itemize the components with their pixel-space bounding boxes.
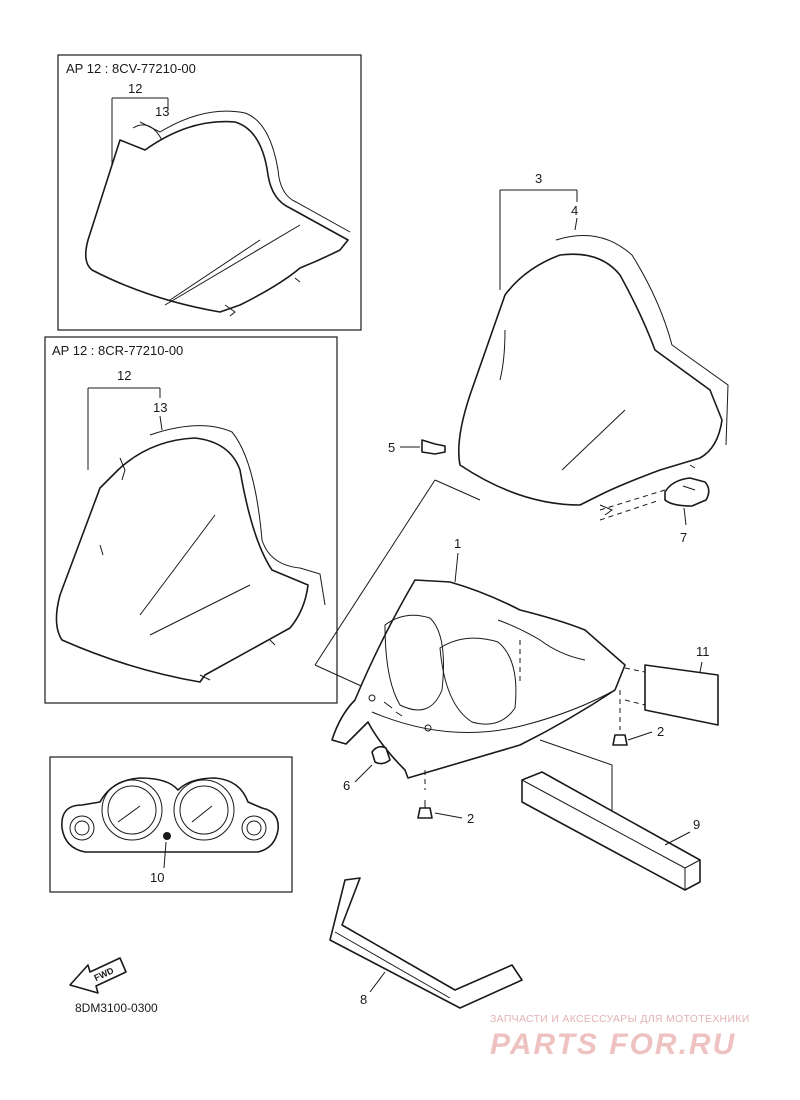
callout-6: 6 — [343, 778, 350, 793]
main-windscreen-shape — [457, 253, 723, 506]
foam-9-group: 9 — [521, 739, 701, 891]
cowl-group: 1 6 2 2 — [331, 536, 664, 826]
inset-1-caption: AP 12 : 8CV-77210-00 — [66, 61, 196, 76]
inset-2-label-12: 12 — [117, 368, 131, 383]
fwd-arrow: FWD — [69, 957, 127, 994]
watermark-line-1: ЗАПЧАСТИ И АКСЕССУАРЫ ДЛЯ МОТОТЕХНИКИ — [490, 1013, 750, 1025]
callout-2b: 2 — [657, 724, 664, 739]
callout-4: 4 — [571, 203, 578, 218]
inset-box-2: AP 12 : 8CR-77210-00 12 13 — [44, 336, 338, 704]
callout-5: 5 — [388, 440, 395, 455]
bolt-2b-shape — [612, 734, 628, 746]
windscreen-12-shape-a — [84, 120, 349, 313]
callout-7: 7 — [680, 530, 687, 545]
callout-1: 1 — [454, 536, 461, 551]
inset-box-1: AP 12 : 8CV-77210-00 12 13 — [57, 54, 362, 331]
fwd-arrow-icon — [69, 957, 127, 994]
callout-11: 11 — [696, 644, 710, 659]
foam-9-shape — [521, 771, 701, 891]
inset-2-caption: AP 12 : 8CR-77210-00 — [52, 343, 183, 358]
bar-8-shape — [329, 877, 523, 1009]
callout-3: 3 — [535, 171, 542, 186]
diagram-code: 8DM3100-0300 — [75, 1001, 158, 1015]
grommet-6-shape — [371, 745, 391, 765]
inset-1-label-12: 12 — [128, 81, 142, 96]
screw-5-shape — [421, 439, 446, 455]
callout-2a: 2 — [467, 811, 474, 826]
meter-box: 10 — [49, 756, 293, 893]
watermark-line-2: PARTS FOR.RU — [490, 1028, 736, 1061]
bar-8-group: 8 — [329, 877, 523, 1009]
cowl-shape — [331, 579, 626, 779]
decal-11-shape — [644, 664, 719, 726]
main-windscreen-group: 3 4 5 7 — [388, 171, 729, 545]
bolt-2a-shape — [417, 807, 433, 819]
inset-1-label-13: 13 — [155, 104, 169, 119]
indicator-10-shape — [163, 832, 171, 840]
meter-panel-shape — [61, 777, 279, 853]
windscreen-12-shape-b — [55, 437, 309, 683]
callout-9: 9 — [693, 817, 700, 832]
callout-8: 8 — [360, 992, 367, 1007]
callout-10: 10 — [150, 870, 164, 885]
decal-11-group: 11 — [624, 644, 719, 726]
nut-7-shape — [664, 477, 710, 507]
inset-2-label-13: 13 — [153, 400, 167, 415]
